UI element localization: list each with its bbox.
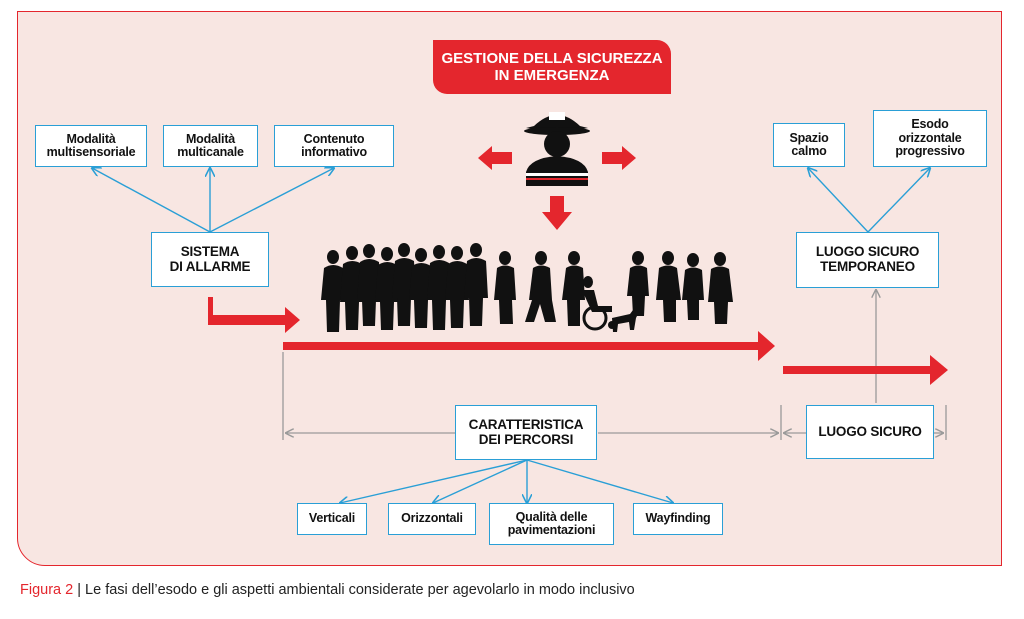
- alarm-flow-arrow: [208, 297, 300, 333]
- person-silhouette: [392, 243, 416, 326]
- person-silhouette: [562, 251, 585, 326]
- alarm-child-information: Contenuto informativo: [274, 125, 394, 167]
- temporary-child-label: Spazio calmo: [789, 130, 829, 158]
- person-silhouette: [321, 250, 345, 332]
- safe-place-label: LUOGO SICURO: [818, 423, 922, 439]
- caption-separator: |: [73, 582, 86, 598]
- paths-child-vertical: Verticali: [297, 503, 367, 535]
- left-red-arrow: [478, 146, 512, 170]
- paths-connectors: [340, 459, 673, 503]
- paths-child-wayfinding: Wayfinding: [633, 503, 723, 535]
- person-silhouette: [357, 244, 381, 326]
- person-silhouette: [627, 251, 649, 316]
- person-silhouette: [494, 251, 516, 324]
- person-silhouette: [656, 251, 681, 322]
- temporary-child-calm-space: Spazio calmo: [773, 123, 845, 167]
- figure-caption: Figura 2 | Le fasi dell’esodo e gli aspe…: [20, 582, 635, 598]
- alarm-connectors: [92, 168, 334, 233]
- person-silhouette: [708, 252, 733, 324]
- person-silhouette: [375, 247, 399, 330]
- person-silhouette: [445, 246, 469, 328]
- title-text: GESTIONE DELLA SICUREZZA IN EMERGENZA: [441, 49, 663, 84]
- alarm-child-multisensory: Modalità multisensoriale: [35, 125, 147, 167]
- caption-figure-label: Figura 2: [20, 582, 74, 598]
- safe-place-box: LUOGO SICURO: [806, 405, 934, 459]
- temporary-child-label: Esodo orizzontale progressivo: [895, 117, 965, 159]
- main-flow-arrow: [283, 331, 775, 361]
- paths-child-flooring: Qualità delle pavimentazioni: [489, 503, 614, 545]
- paths-child-label: Wayfinding: [645, 511, 711, 526]
- paths-child-label: Verticali: [308, 511, 356, 526]
- down-red-arrow: [542, 196, 572, 230]
- crowd-silhouettes: [321, 243, 733, 332]
- alarm-system-label: SISTEMA DI ALLARME: [169, 243, 251, 274]
- alarm-child-multichannel: Modalità multicanale: [163, 125, 258, 167]
- person-silhouette: [409, 248, 433, 328]
- person-silhouette: [682, 253, 704, 320]
- person-silhouette: [525, 251, 556, 322]
- temporary-safe-place-box: LUOGO SICURO TEMPORANEO: [796, 232, 939, 288]
- paths-label: CARATTERISTICA DEI PERCORSI: [468, 416, 584, 447]
- paths-child-label: Qualità delle pavimentazioni: [507, 509, 596, 537]
- paths-child-horizontal: Orizzontali: [388, 503, 476, 535]
- caption-text: Le fasi dell’esodo e gli aspetti ambient…: [85, 582, 635, 598]
- person-silhouette: [464, 243, 488, 326]
- paths-box: CARATTERISTICA DEI PERCORSI: [455, 405, 597, 460]
- firefighter-icon: [524, 112, 590, 186]
- alarm-child-label: Modalità multisensoriale: [46, 131, 136, 159]
- route-range-lines: [282, 290, 947, 440]
- paths-child-label: Orizzontali: [401, 511, 463, 526]
- alarm-child-label: Modalità multicanale: [177, 131, 244, 159]
- person-silhouette: [340, 246, 364, 330]
- exit-flow-arrow: [783, 355, 948, 385]
- alarm-system-box: SISTEMA DI ALLARME: [151, 232, 269, 287]
- wheelchair-user-icon: [582, 276, 616, 331]
- temporary-place-connectors: [808, 168, 930, 233]
- title-banner: GESTIONE DELLA SICUREZZA IN EMERGENZA: [433, 40, 671, 94]
- flow-arrows: [208, 146, 948, 385]
- alarm-child-label: Contenuto informativo: [301, 131, 367, 159]
- temporary-child-horizontal-exodus: Esodo orizzontale progressivo: [873, 110, 987, 167]
- right-red-arrow: [602, 146, 636, 170]
- person-silhouette: [427, 245, 451, 330]
- temporary-safe-place-label: LUOGO SICURO TEMPORANEO: [815, 244, 920, 274]
